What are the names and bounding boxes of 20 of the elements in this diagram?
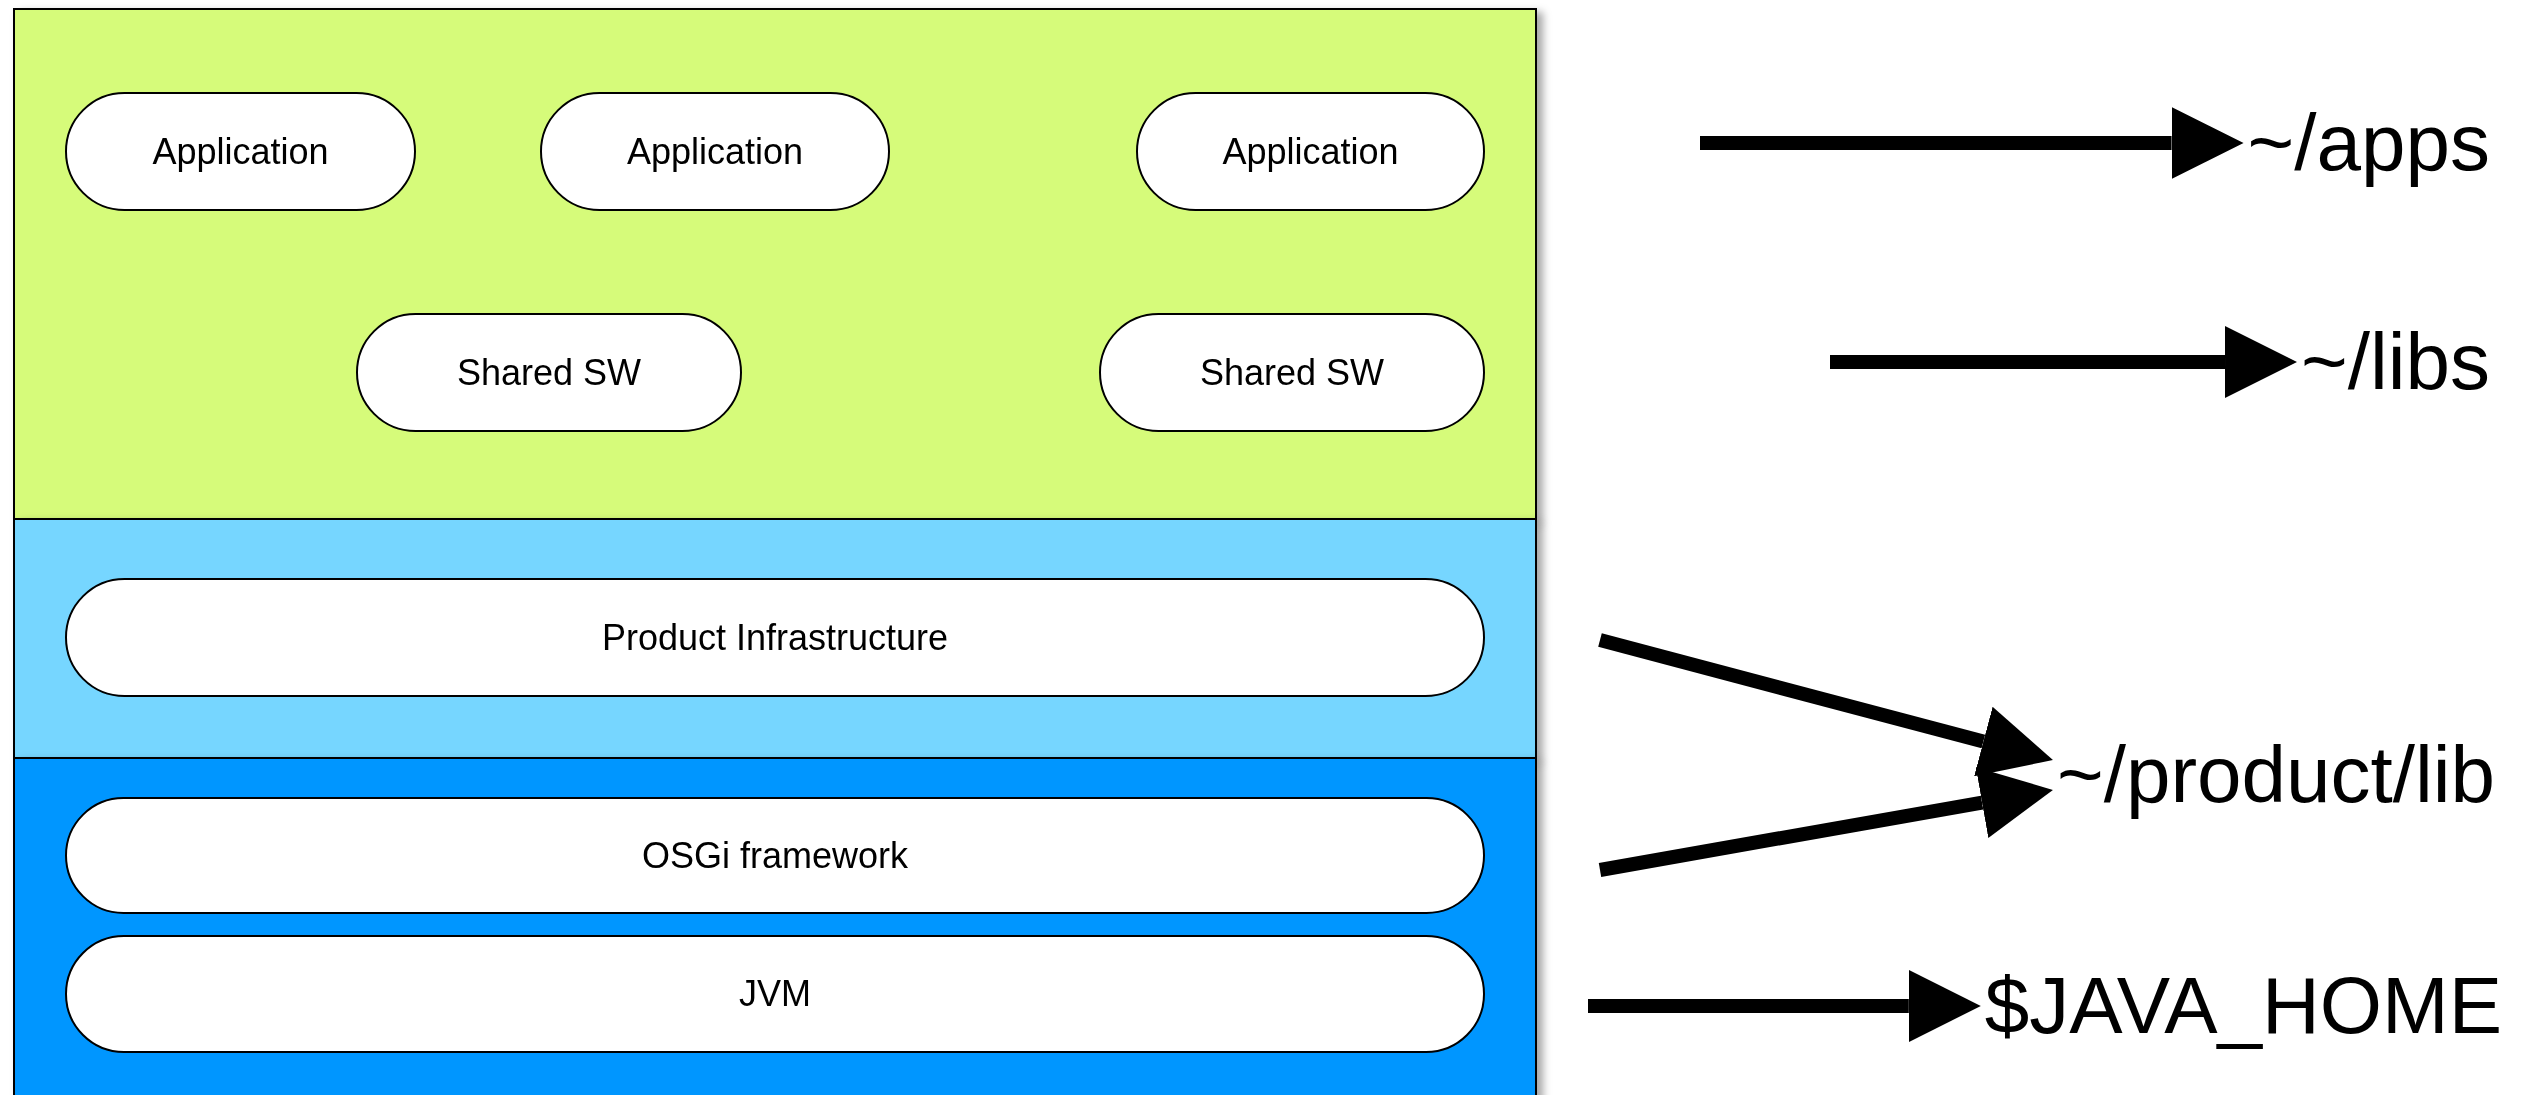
- component-label: Product Infrastructure: [601, 616, 949, 659]
- component-label: OSGi framework: [641, 834, 908, 877]
- component-label: JVM: [739, 973, 811, 1015]
- component-label: Application: [626, 130, 804, 173]
- component-label: Shared SW: [456, 351, 642, 394]
- arrow: [1598, 633, 2053, 777]
- arrow: [1830, 326, 2297, 398]
- path-label: ~/apps: [2247, 97, 2490, 189]
- layer-band: [13, 757, 1537, 1095]
- component-label: Application: [1222, 130, 1399, 173]
- path-label: ~/libs: [2301, 316, 2490, 408]
- layer-band: [13, 518, 1537, 759]
- layer-band: [13, 8, 1537, 520]
- arrow: [1598, 767, 2053, 877]
- arrow: [1700, 107, 2244, 179]
- component-label: Shared SW: [1199, 351, 1385, 394]
- path-label: $JAVA_HOME: [1984, 960, 2502, 1052]
- component-label: Application: [152, 130, 329, 173]
- arrow: [1588, 970, 1981, 1042]
- path-label: ~/product/lib: [2056, 729, 2495, 821]
